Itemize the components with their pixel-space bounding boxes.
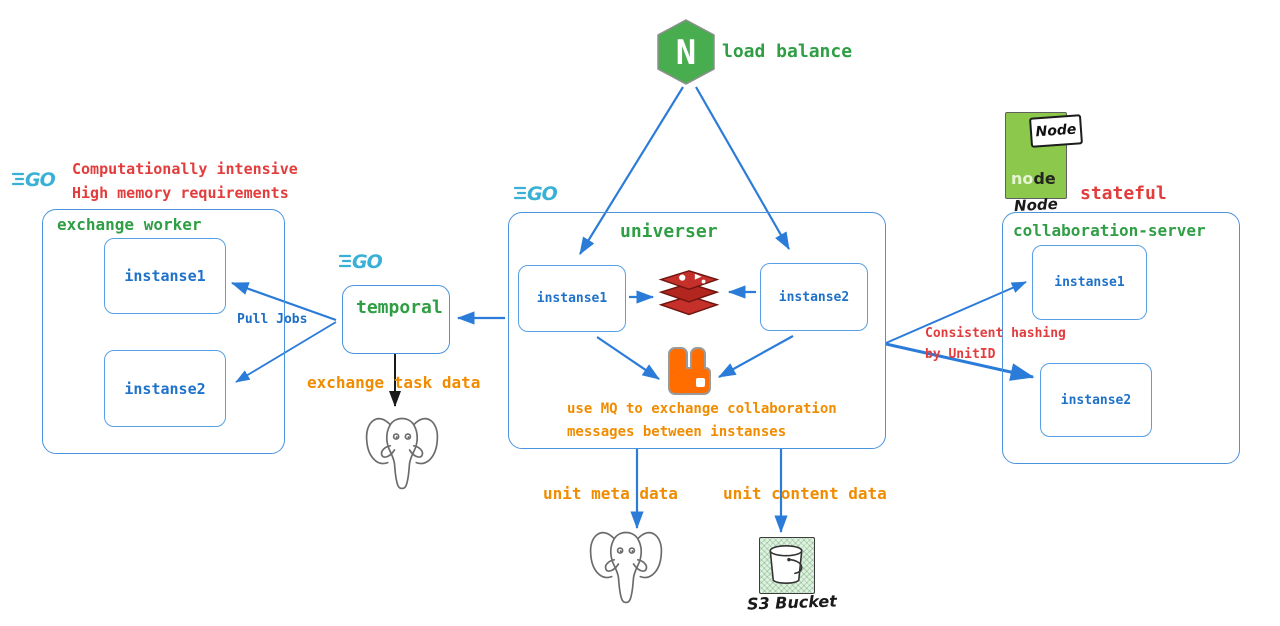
collaboration-instance1: instanse1: [1032, 245, 1147, 320]
svg-text:GO: GO: [352, 251, 383, 273]
svg-text:GO: GO: [25, 169, 56, 191]
consistent-hashing-note-line2: by UnitID: [925, 347, 996, 362]
consistent-hashing-note-line1: Consistent hashing: [925, 326, 1066, 341]
exchange-worker-note-line2: High memory requirements: [72, 184, 289, 202]
node-tag-label: Node: [1029, 114, 1083, 148]
universer-title: universer: [620, 221, 718, 242]
nginx-icon: N: [657, 19, 715, 85]
nodejs-wordmark-light: no: [1011, 169, 1034, 188]
postgresql-icon: [589, 531, 663, 604]
postgresql-icon: [365, 417, 439, 490]
stateful-label: stateful: [1080, 183, 1167, 204]
exchange-worker-instance1: instanse1: [104, 238, 226, 314]
collaboration-server-title: collaboration-server: [1013, 221, 1206, 240]
unit-content-data-label: unit content data: [723, 484, 887, 503]
exchange-worker-instance2: instanse2: [104, 350, 226, 427]
svg-text:GO: GO: [527, 183, 558, 205]
exchange-task-data-label: exchange task data: [307, 373, 481, 392]
nginx-letter: N: [676, 33, 696, 73]
go-logo-icon: GO: [11, 169, 57, 191]
exchange-worker-title: exchange worker: [57, 215, 202, 234]
collaboration-server-box: [1002, 212, 1240, 464]
universer-instance1: instanse1: [518, 265, 626, 332]
unit-meta-data-label: unit meta data: [543, 484, 678, 503]
mq-note-line1: use MQ to exchange collaboration: [567, 401, 837, 417]
collaboration-instance2: instanse2: [1040, 363, 1152, 437]
exchange-worker-box: [42, 209, 285, 454]
rabbitmq-icon: [668, 347, 711, 395]
go-logo-icon: GO: [513, 183, 559, 205]
pull-jobs-label: Pull Jobs: [237, 312, 308, 327]
load-balance-label: load balance: [722, 41, 853, 62]
temporal-title: temporal: [356, 297, 443, 318]
nodejs-wordmark-dark: de: [1033, 169, 1056, 188]
redis-icon: [658, 270, 720, 316]
go-logo-icon: GO: [338, 251, 384, 273]
s3-bucket-sketch: [769, 545, 803, 584]
universer-box: [508, 212, 886, 449]
exchange-worker-note-line1: Computationally intensive: [72, 160, 298, 178]
mq-note-line2: messages between instanses: [567, 424, 787, 440]
temporal-box: [342, 285, 450, 354]
nodejs-wordmark: node: [1011, 169, 1056, 188]
universer-instance2: instanse2: [760, 263, 868, 331]
s3-bucket-caption: S3 Bucket: [746, 591, 838, 614]
